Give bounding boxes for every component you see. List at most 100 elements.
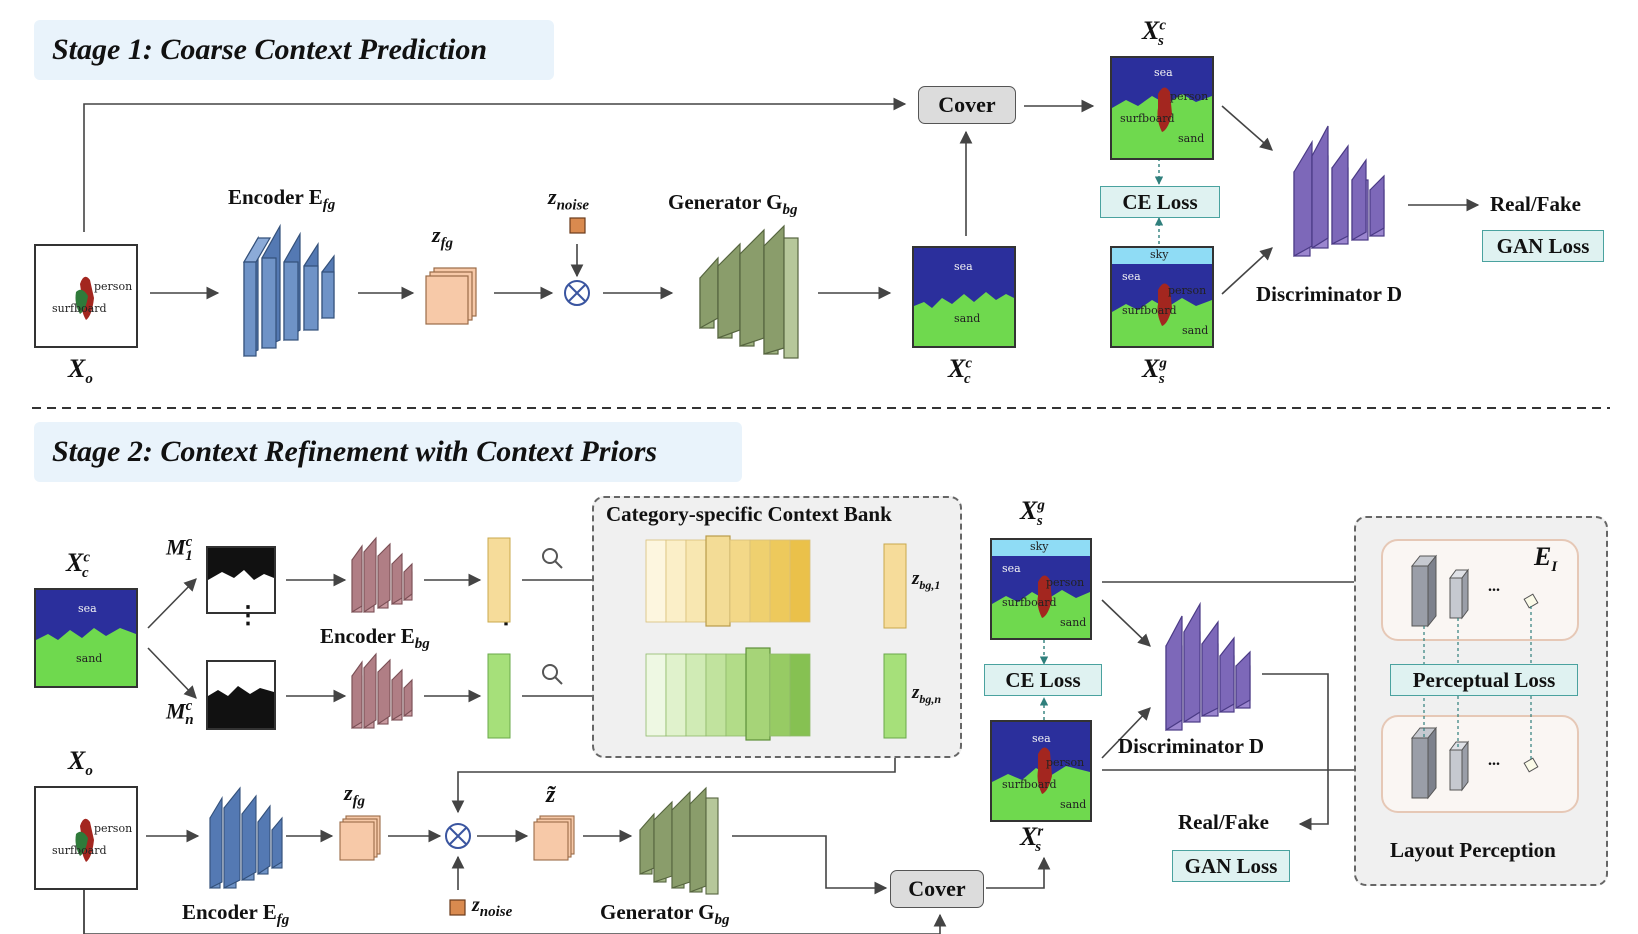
mask-label-surfboard: surfboard	[52, 844, 107, 857]
mask-label-sea: sea	[1154, 66, 1173, 79]
m1-symbol: Mc1	[166, 534, 193, 564]
stage2-input-xo-image: person surfboard	[34, 786, 138, 890]
latent-bar-bg1	[487, 537, 511, 623]
mask-label-sky: sky	[1150, 248, 1169, 261]
stage2-real-fake-label: Real/Fake	[1178, 810, 1269, 834]
stage2-xsg-image: sky sea person surfboard sand	[990, 538, 1092, 640]
scene-mask-shape	[1112, 248, 1212, 346]
person-silhouette-icon	[75, 276, 94, 320]
ellipsis-bottom: ...	[1488, 752, 1500, 769]
mask-label-sea: sea	[1032, 732, 1051, 745]
mask-label-sea: sea	[1122, 270, 1141, 283]
stage2-encoder-fg-label: Encoder Efg	[182, 900, 290, 929]
stage2-generator-label: Generator Gbg	[600, 900, 730, 929]
stage2-discriminator-label: Discriminator D	[1118, 734, 1265, 758]
sand-region-shape	[914, 292, 1014, 346]
layout-perception-label: Layout Perception	[1390, 838, 1556, 862]
context-bank-title: Category-specific Context Bank	[606, 502, 892, 526]
encoder-bg-block-bottom	[351, 652, 413, 730]
stage2-cover-box: Cover	[890, 870, 984, 908]
stage2-xsr-symbol: Xrs	[1020, 822, 1044, 856]
mask-shape	[208, 548, 274, 580]
stage2-xsg-symbol: Xgs	[1020, 496, 1045, 530]
stage1-arrows	[83, 97, 1480, 300]
zbgn-symbol: zbg,n	[912, 682, 942, 706]
scene-mask-shape	[1112, 87, 1212, 158]
ei-symbol: EI	[1534, 542, 1558, 576]
perception-network-top	[1381, 539, 1579, 641]
mask-label-sea: sea	[954, 260, 973, 273]
stage2-xc-symbol: Xcc	[66, 548, 91, 582]
stage1-xsg-symbol: Xgs	[1142, 354, 1167, 388]
zbg1-bar	[883, 543, 907, 629]
stage1-xsg-image: sky sea person surfboard sand	[1110, 246, 1214, 348]
context-bank-yellow-row	[645, 535, 811, 627]
person-silhouette-icon	[75, 818, 94, 862]
mask-label-sky: sky	[1030, 540, 1049, 553]
perceptual-loss-box: Perceptual Loss	[1390, 664, 1578, 696]
stage1-real-fake-label: Real/Fake	[1490, 192, 1581, 216]
stage1-generator-label: Generator Gbg	[668, 190, 798, 219]
stage2-gan-loss-box: GAN Loss	[1172, 850, 1290, 882]
stage1-xsc-symbol: Xcs	[1142, 16, 1167, 50]
stage1-ce-loss-box: CE Loss	[1100, 186, 1220, 218]
mask-label-person: person	[1046, 576, 1085, 589]
mask-label-sand: sand	[1182, 324, 1209, 337]
discriminator-block	[1293, 125, 1385, 258]
stage2-ce-loss-box: CE Loss	[984, 664, 1102, 696]
mask-label-surfboard: surfboard	[1120, 112, 1175, 125]
latent-ztilde-cube	[533, 815, 575, 861]
stage1-discriminator-label: Discriminator D	[1256, 282, 1403, 306]
latent-zfg-cube	[425, 267, 477, 325]
scene-mask-shape	[992, 747, 1090, 820]
encoder-bg-block-top	[351, 536, 413, 614]
mask-label-sand: sand	[76, 652, 103, 665]
stage2-encoder-bg-label: Encoder Ebg	[320, 624, 430, 653]
stage1-title: Stage 1: Coarse Context Prediction	[34, 20, 554, 80]
ellipsis-top: ...	[1488, 578, 1500, 595]
mask-shape	[208, 686, 274, 728]
stage1-cover-box: Cover	[918, 86, 1016, 124]
generator-bg-block	[639, 786, 719, 895]
stage1-input-xo-image: person surfboard	[34, 244, 138, 348]
noise-square-icon	[449, 899, 466, 916]
stage1-zfg-label: zfg	[432, 222, 454, 252]
stage1-gan-loss-box: GAN Loss	[1482, 230, 1604, 262]
mask-label-person: person	[94, 822, 133, 835]
zbg1-symbol: zbg,1	[912, 568, 941, 592]
mask-mn-image	[206, 660, 276, 730]
mask-m1-image	[206, 546, 276, 614]
stage2-xo-symbol: Xo	[68, 746, 93, 780]
sand-region-shape	[36, 628, 136, 686]
mn-symbol: Mcn	[166, 698, 194, 728]
mask-label-surfboard: surfboard	[1122, 304, 1177, 317]
combine-otimes-icon	[564, 280, 590, 306]
encoder-fg-block	[209, 786, 283, 889]
mask-label-person: person	[1170, 90, 1209, 103]
mask-label-surfboard: surfboard	[1002, 778, 1057, 791]
perception-network-bottom	[1381, 715, 1579, 813]
stage2-xc-image: sea sand	[34, 588, 138, 688]
mask-label-sea: sea	[78, 602, 97, 615]
stage1-znoise-label: znoise	[548, 184, 590, 214]
stage1-xsc-image: sea person surfboard sand	[1110, 56, 1214, 160]
stage1-coarse-xc-image: sea sand	[912, 246, 1016, 348]
mask-label-sea: sea	[1002, 562, 1021, 575]
mask-label-sand: sand	[1060, 616, 1087, 629]
zbgn-bar	[883, 653, 907, 739]
mask-label-person: person	[1046, 756, 1085, 769]
ztilde-symbol: z̃	[546, 782, 556, 808]
noise-square-icon	[569, 217, 586, 234]
combine-otimes-icon	[445, 823, 471, 849]
mask-label-surfboard: surfboard	[1002, 596, 1057, 609]
context-bank-green-row	[645, 647, 811, 741]
mask-label-sand: sand	[1178, 132, 1205, 145]
scene-mask-shape	[992, 540, 1090, 638]
generator-bg-block	[699, 224, 799, 359]
encoder-fg-block	[242, 223, 335, 357]
latent-zfg-cube	[339, 815, 381, 861]
mask-label-person: person	[94, 280, 133, 293]
